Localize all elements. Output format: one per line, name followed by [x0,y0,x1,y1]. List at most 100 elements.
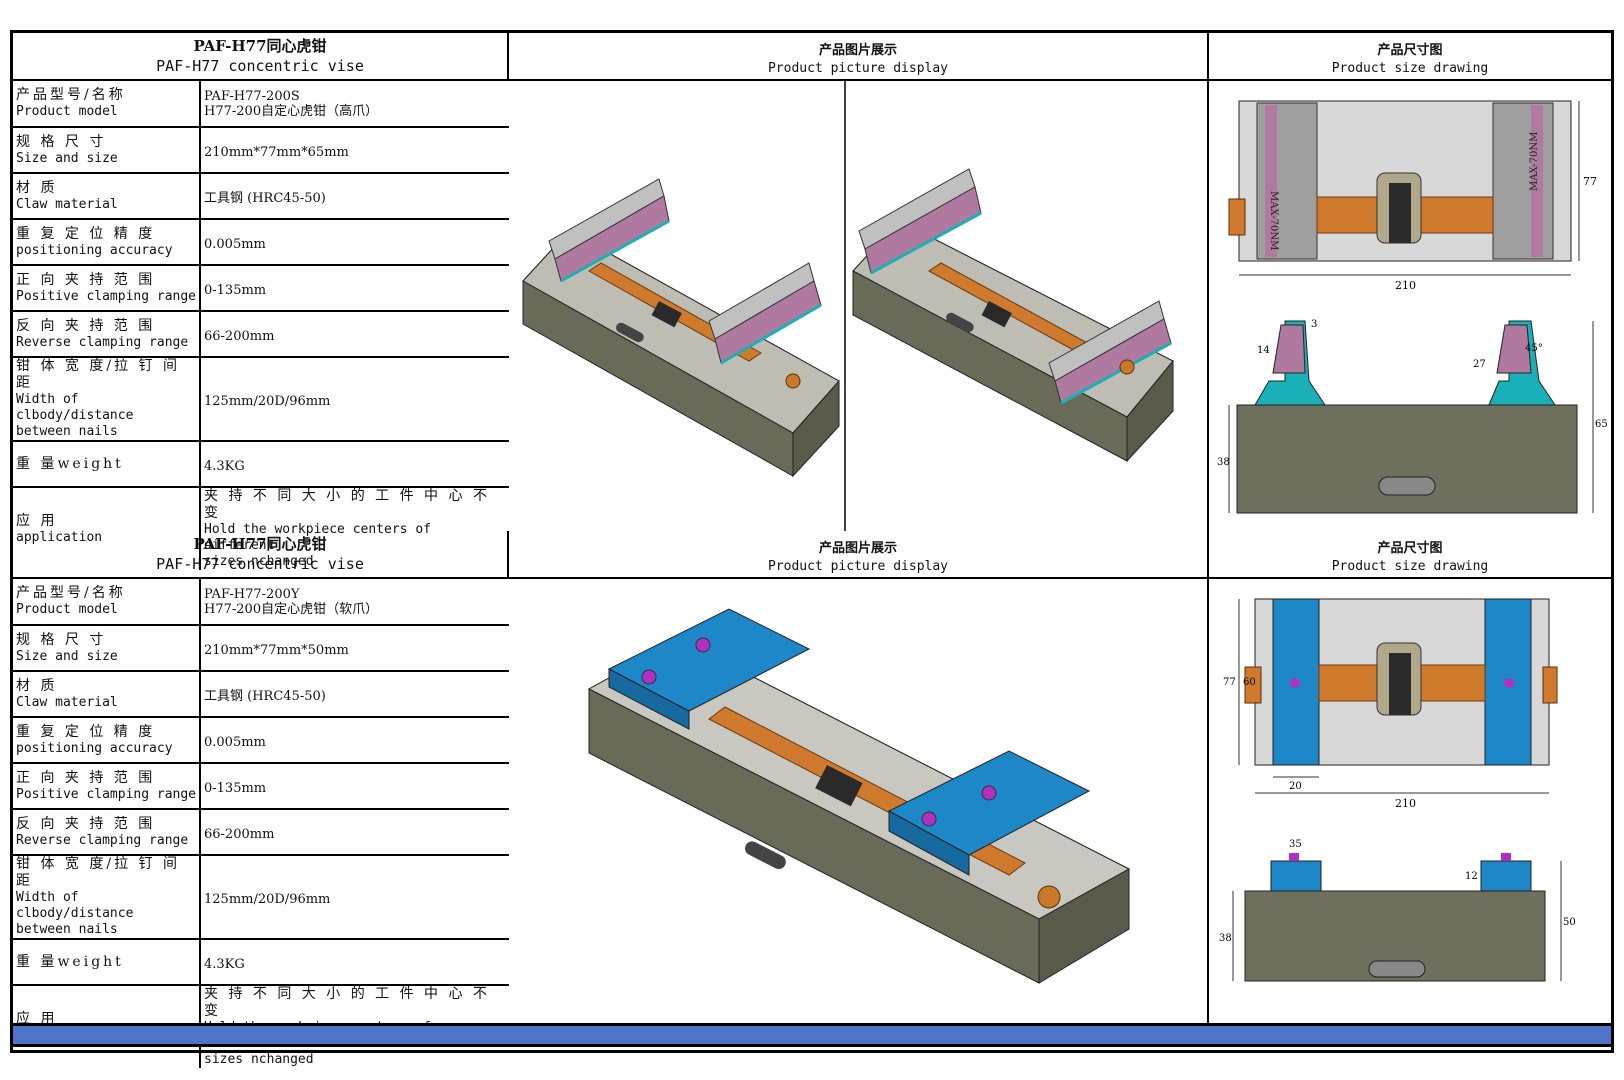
spec-label-en: Size and size [16,648,118,664]
spec-label-cn: 钳 体 宽 度/拉 钉 间 距 [16,358,180,391]
spec-label-cn: 材 质 [16,677,58,694]
dim-height: 77 [1583,175,1597,188]
spec-value: 0-135mm [204,780,267,796]
dim-height: 77 [1223,677,1236,688]
size-drawing: MAX-70NM MAX-70NM 210 77 3 14 27 45° 38 [1209,81,1611,531]
spec-value-cn: 夹 持 不 同 大 小 的 工 件 中 心 不 变 [204,488,490,521]
spec-row-weight: 重 量weight 4.3KG [13,441,509,488]
spec-value: 210mm*77mm*65mm [204,144,349,160]
dim-width: 210 [1395,279,1416,292]
spec-label-en: application [16,529,103,545]
spec-label-cn: 重 量weight [16,455,124,472]
spec-label-en: Product model [16,104,118,119]
vise-render-left [522,178,840,478]
spec-label-cn: 反 向 夹 持 范 围 [16,815,156,832]
spec-label-cn: 反 向 夹 持 范 围 [16,317,156,334]
spec-label-en: Reverse clamping range [16,334,189,350]
vise-render-right [852,168,1174,463]
drawing-header-en: Product size drawing [1331,559,1489,574]
product-pictures [509,81,1209,531]
picture-header-cn: 产品图片展示 [818,541,897,556]
spec-label-en-2: between nails [16,424,118,439]
spec-row-weight: 重 量weight 4.3KG [13,939,509,986]
title-en: PAF-H77 concentric vise [156,57,364,75]
spec-value: PAF-H77-200S [204,88,300,104]
spec-label-cn: 应 用 [16,1010,58,1027]
title-cn: PAF-H77同心虎钳 [193,535,327,553]
spec-value-2: H77-200自定心虎钳（软爪） [204,601,379,617]
spec-sheet: PAF-H77同心虎钳 PAF-H77 concentric vise 产品图片… [10,30,1614,1068]
drawing-header-cn: 产品尺寸图 [1377,541,1443,556]
vise-render-soft [587,608,1131,984]
picture-header-en: Product picture display [767,559,948,574]
spec-label-cn: 重 量weight [16,953,124,970]
picture-header: 产品图片展示 Product picture display [509,531,1209,579]
spec-label-cn: 重 复 定 位 精 度 [16,225,156,242]
dim-label-text: MAX-70NM [1268,191,1279,250]
spec-value: 工具钢 (HRC45-50) [204,688,326,704]
spec-value-2: H77-200自定心虎钳（高爪） [204,103,379,119]
spec-value: 0.005mm [204,734,266,750]
picture-header-cn: 产品图片展示 [818,43,897,58]
spec-value: 66-200mm [204,328,275,344]
drawing-header: 产品尺寸图 Product size drawing [1209,531,1611,579]
spec-label-cn: 产品型号/名称 [16,87,126,103]
dim-jaw-w: 14 [1257,345,1270,356]
spec-label-cn: 材 质 [16,179,58,196]
product-section-1: PAF-H77同心虎钳 PAF-H77 concentric vise 产品图片… [13,33,1611,570]
section-title: PAF-H77同心虎钳 PAF-H77 concentric vise [13,33,509,81]
dim-width: 210 [1395,797,1416,810]
spec-label-cn: 钳 体 宽 度/拉 钉 间 距 [16,856,180,889]
product-section-2: PAF-H77同心虎钳 PAF-H77 concentric vise 产品图片… [13,531,1611,1068]
spec-value: PAF-H77-200Y [204,586,300,602]
spec-label-cn: 产品型号/名称 [16,585,126,601]
spec-value-en-2: sizes nchanged [204,1052,314,1067]
spec-label-en: Claw material [16,694,118,710]
spec-label-cn: 正 向 夹 持 范 围 [16,769,156,786]
size-drawing-high-jaw: MAX-70NM MAX-70NM 210 77 3 14 27 45° 38 [1217,100,1608,514]
dim-angle: 45° [1525,343,1543,354]
title-en: PAF-H77 concentric vise [156,555,364,573]
size-drawing: 210 20 77 60 35 12 38 50 [1209,579,1611,1023]
spec-value: 工具钢 (HRC45-50) [204,190,326,206]
spec-value: 125mm/20D/96mm [204,891,331,907]
spec-label-en: Width of clbody/distance [16,890,134,921]
dim-total-h: 50 [1563,917,1576,928]
spec-value-en: Hold the workpiece centers of different [204,522,431,553]
dim-spacing: 20 [1289,781,1302,792]
spec-value: 4.3KG [204,458,245,474]
spec-label-cn: 正 向 夹 持 范 围 [16,271,156,288]
spec-value: 210mm*77mm*50mm [204,642,349,658]
dim-jaw-h: 12 [1465,871,1478,882]
dim-base-h: 38 [1219,933,1232,944]
spec-label-cn: 规 格 尺 寸 [16,133,107,150]
spec-label-en: Claw material [16,196,118,212]
picture-header-en: Product picture display [767,61,948,76]
vise-soft-jaw-render [587,608,1131,984]
spec-label-cn: 规 格 尺 寸 [16,631,107,648]
spec-value: 125mm/20D/96mm [204,393,331,409]
spec-label-en: Size and size [16,150,118,166]
spec-value: 4.3KG [204,956,245,972]
spec-value: 0-135mm [204,282,267,298]
spec-label-en: Width of clbody/distance [16,392,134,423]
spec-label-cn: 应 用 [16,512,58,529]
spec-label-cn: 重 复 定 位 精 度 [16,723,156,740]
dim-total-h: 65 [1595,419,1608,430]
spec-label-en: positioning accuracy [16,740,173,756]
size-drawing-soft-jaw: 210 20 77 60 35 12 38 50 [1219,598,1576,982]
drawing-header-en: Product size drawing [1331,61,1489,76]
dim-jaw-top: 3 [1311,319,1317,330]
spec-label-en: Positive clamping range [16,288,197,304]
